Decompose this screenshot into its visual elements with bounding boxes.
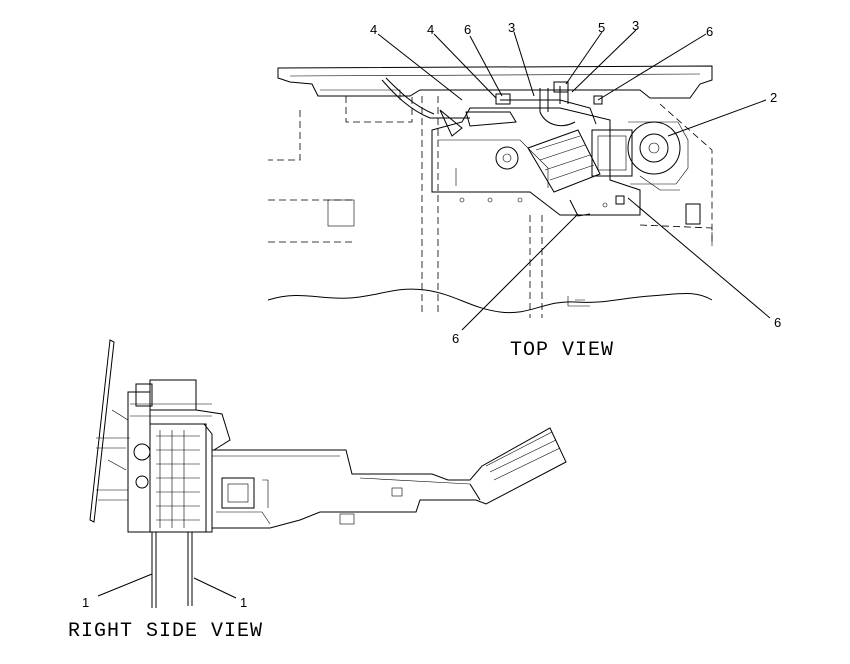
callout-label: 5 bbox=[598, 20, 605, 35]
callout-label: 2 bbox=[770, 90, 777, 105]
callout-label: 1 bbox=[240, 595, 247, 610]
top-view-callouts: 4 4 6 3 5 3 6 2 6 6 bbox=[370, 18, 781, 346]
right-side-view-title: RIGHT SIDE VIEW bbox=[68, 620, 263, 643]
callout-label: 6 bbox=[452, 331, 459, 346]
right-side-view-drawing bbox=[89, 339, 567, 608]
callout-label: 3 bbox=[632, 18, 639, 33]
callout-label: 3 bbox=[508, 20, 515, 35]
top-view-drawing bbox=[267, 65, 713, 318]
callout-label: 1 bbox=[82, 595, 89, 610]
callout-label: 6 bbox=[464, 22, 471, 37]
callout-label: 6 bbox=[774, 315, 781, 330]
top-view-title: TOP VIEW bbox=[510, 339, 614, 362]
top-view-leaders bbox=[377, 29, 771, 331]
callout-label: 6 bbox=[706, 24, 713, 39]
callout-label: 4 bbox=[370, 22, 377, 37]
right-side-view-callouts: 1 1 bbox=[82, 595, 247, 610]
right-side-view-leaders bbox=[97, 573, 237, 599]
callout-label: 4 bbox=[427, 22, 434, 37]
